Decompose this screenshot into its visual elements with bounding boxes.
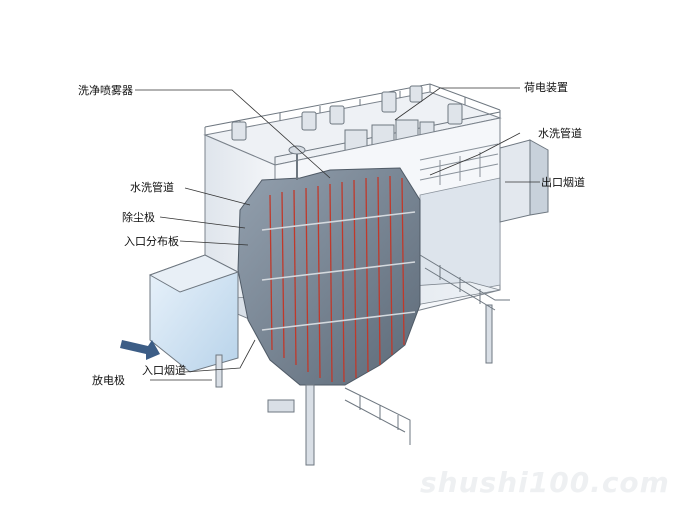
label-water-pipe-left: 水洗管道	[130, 181, 174, 194]
stairs-right	[419, 254, 510, 311]
label-charging-device: 荷电装置	[524, 81, 568, 94]
label-discharge-electrode: 放电极	[92, 374, 125, 387]
label-inlet-duct: 入口烟道	[142, 364, 186, 377]
label-outlet-duct: 出口烟道	[541, 176, 585, 189]
stairs-bottom	[344, 387, 411, 445]
label-water-pipe-right: 水洗管道	[538, 127, 582, 140]
inlet-duct	[148, 254, 240, 373]
leader-lines	[135, 87, 540, 381]
watermark: shushi100.com	[420, 466, 670, 499]
core-cutaway	[237, 167, 421, 386]
electrode-tubes	[269, 175, 405, 383]
outlet-duct	[499, 139, 549, 223]
flow-arrow-icon	[120, 340, 160, 360]
water-pipes	[419, 143, 499, 185]
label-inlet-distributor: 入口分布板	[124, 235, 179, 248]
support-legs	[215, 304, 493, 466]
label-dust-plate: 除尘极	[122, 211, 155, 224]
label-washer-sprayer: 洗净喷雾器	[78, 84, 133, 97]
core-frame	[261, 211, 416, 331]
